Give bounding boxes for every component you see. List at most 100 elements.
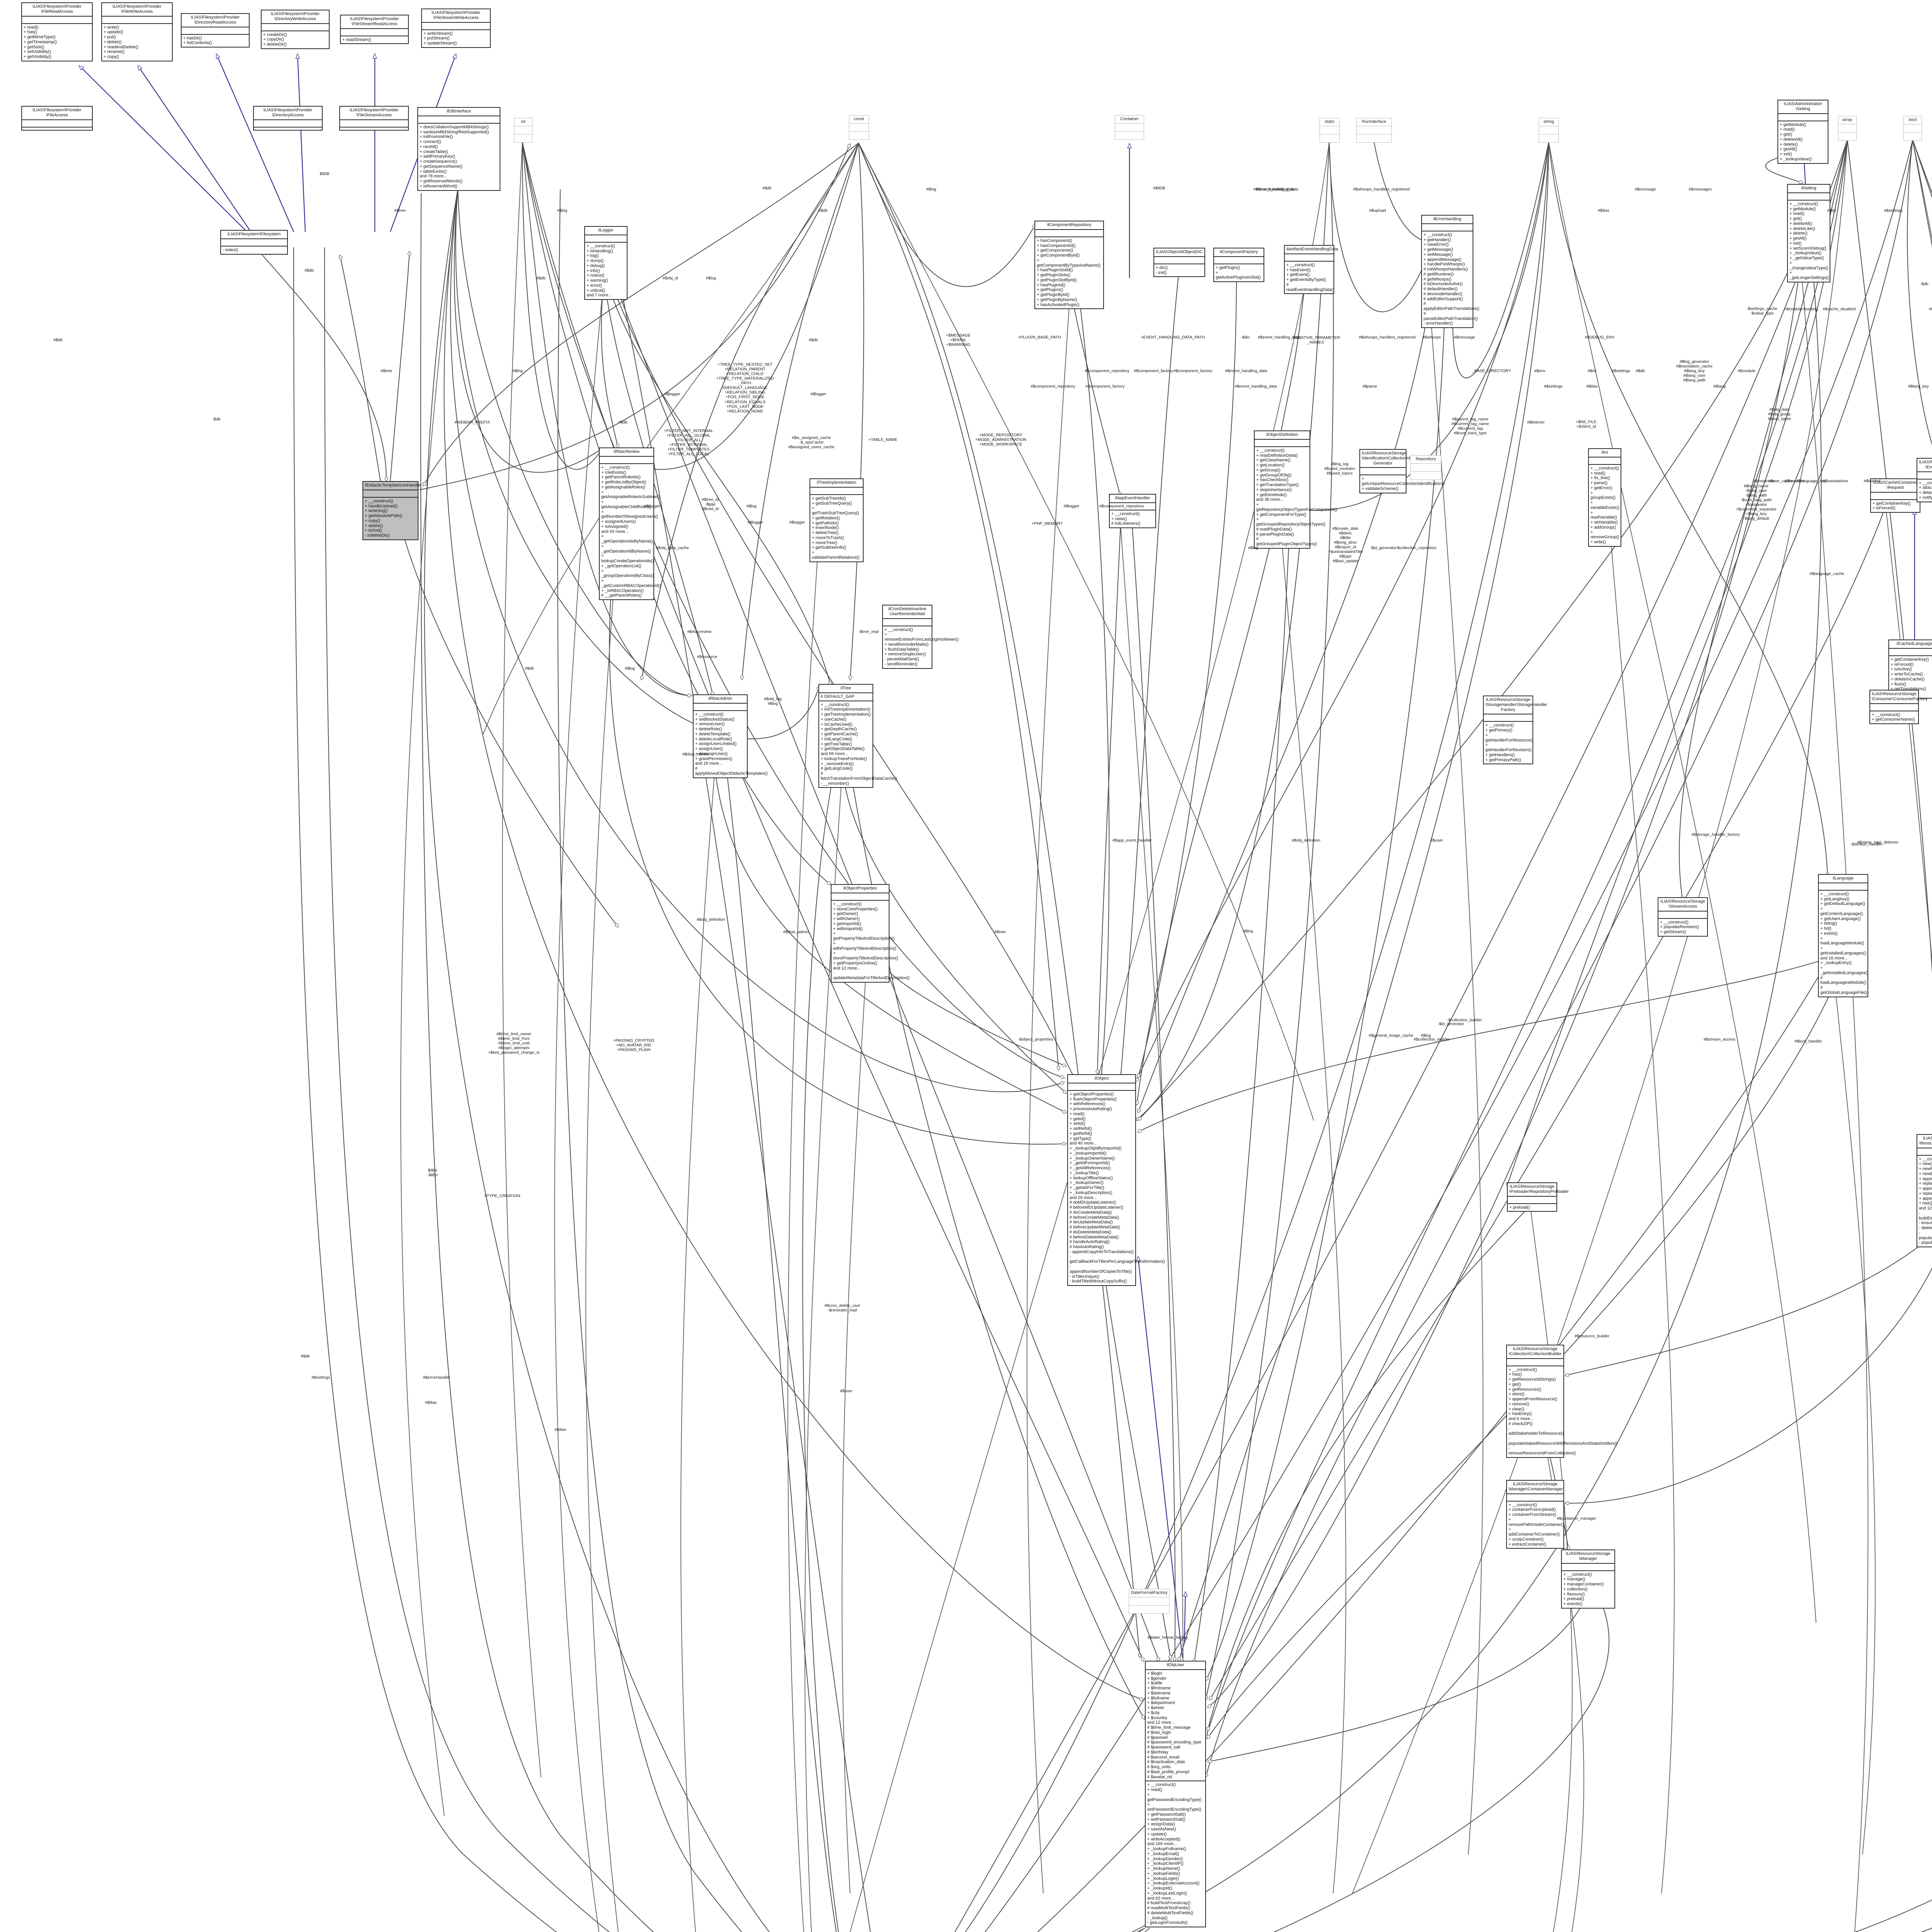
class-attribute: and 12 more... [1147,1720,1175,1725]
uml-class-array[interactable]: array [1838,116,1857,141]
class-attributes [1068,1083,1135,1091]
class-operation: - __renumber() [821,781,849,786]
class-attribute: + $street [1147,1706,1164,1710]
class-operation: + getVisibility() [24,54,51,59]
uml-class-ilResourceStorageEventsSubject[interactable]: ILIAS\ResourceStorage \Events\Subject+ _… [1917,458,1932,502]
class-operation: + toXml() [365,528,382,533]
class-operations: + hasDir()+ listContents() [182,35,249,47]
uml-class-const[interactable]: const [849,115,869,140]
uml-class-fileStreamWriteAccess[interactable]: ILIAS\Filesystem\Provider \FileStreamWri… [421,9,491,48]
class-operation: + getModule() [1789,206,1816,211]
uml-class-ilTree[interactable]: ilTree# DEFAULT_GAP+ __construct()+ init… [818,684,897,788]
class-operation: + getUserLanguage() [1820,916,1861,921]
class-operation: + getComponentForType() [1256,512,1306,517]
edge-label: #$storage_handler_factory [1691,832,1740,837]
uml-class-int[interactable]: int [514,118,532,143]
class-operation: + removeUser() [695,722,725,727]
uml-class-ilArtifactEventHandlingData[interactable]: ilArtifactEventHandlingData+ __construct… [1284,245,1338,294]
uml-class-directoryAccess[interactable]: ILIAS\Filesystem\Provider \DirectoryAcce… [253,106,323,131]
class-title: ILIAS\ResourceStorage \Collection\Collec… [1507,1345,1563,1359]
uml-class-filesystem[interactable]: ILIAS\Filesystem\Filesystem- index() [220,230,288,255]
class-operation: - deleteRevision() [1919,1226,1932,1230]
uml-class-ilDBInterface[interactable]: ilDBInterface+ doesCollationSupportMB4St… [417,107,500,191]
uml-class-fileStreamAccess[interactable]: ILIAS\Filesystem\Provider \FileStreamAcc… [339,106,409,131]
uml-class-ilObject[interactable]: ilObject+ getObjectProperties()+ flushOb… [1067,1074,1165,1286]
uml-class-ilObjectDefinition[interactable]: ilObjectDefinition+ __construct()+ readD… [1254,430,1337,549]
uml-class-ilLogger[interactable]: ilLogger+ __construct()+ isHandling()+ l… [584,226,628,300]
uml-class-ilCacheContainerRequest[interactable]: ILIAS\Cache\Container \Request+ getConta… [1870,478,1920,513]
uml-class-ilRbacAdmin[interactable]: ilRbacAdmin+ __construct()+ setBlockedSt… [693,694,768,778]
uml-class-string[interactable]: string [1539,118,1559,143]
class-operation: + withOwner() [833,917,860,921]
uml-class-RunInterface[interactable]: RunInterface [1356,118,1392,143]
edge-label: #$tree [994,929,1006,934]
uml-class-ilAdministrationSetting[interactable]: ILIAS\Administration \Setting+ getModule… [1777,100,1828,164]
uml-class-DateFormatFactory[interactable]: DateFormatFactory [1129,1589,1170,1614]
uml-class-Container[interactable]: Container [1115,115,1144,140]
class-operations: + getSubTreeIds()+ getSubTreeQuery()+ ge… [810,495,863,561]
uml-class-ilSetting[interactable]: ilSetting+ __construct()+ getModule()+ r… [1787,184,1830,282]
uml-class-directoryReadAccess[interactable]: ILIAS\Filesystem\Provider \DirectoryRead… [181,13,250,48]
edge-label: -$collection_builder [1447,1017,1482,1022]
class-operation: + moveToTrash() [812,535,844,540]
uml-class-ilRbacReview[interactable]: ilRbacReview+ __construct()+ roleExists(… [599,447,661,600]
uml-class-ilResourceStorageCollectionBuilder[interactable]: ILIAS\ResourceStorage \Collection\Collec… [1506,1345,1617,1458]
uml-class-ilTreeImplementation[interactable]: ilTreeImplementation+ getSubTreeIds()+ g… [810,478,864,562]
class-operation: - buildDraftReplacementRevision() [1919,1211,1932,1221]
class-operation: + isReservedWord() [420,184,457,189]
uml-class-fileWriteAccess[interactable]: ILIAS\Filesystem\Provider \FileWriteAcce… [101,2,173,61]
uml-class-ilDidacticTemplateIconHandler[interactable]: ilDidacticTemplateIconHandler+ __constru… [362,481,422,540]
class-attributes [1360,468,1406,476]
uml-class-directoryWriteAccess[interactable]: ILIAS\Filesystem\Provider \DirectoryWrit… [261,10,330,49]
class-operation: + appendMessage() [1423,257,1462,262]
class-title: bool [1904,116,1922,124]
class-operation: + isActive() [1891,667,1912,672]
class-operation: + isCacheUsed() [821,722,853,727]
uml-class-fileStreamReadAccess[interactable]: ILIAS\Filesystem\Provider \FileStreamRea… [340,15,409,44]
uml-class-static[interactable]: static [1320,118,1340,143]
uml-class-ilComponentRepository[interactable]: ilComponentRepository+ hasComponent()+ h… [1034,221,1104,310]
class-operation: - removeResourceIdFromCollection() [1509,1446,1576,1456]
uml-class-ilResourceStorageStorageHandlerStorageHandlerFactory[interactable]: ILIAS\ResourceStorage \StorageHandler\St… [1483,696,1547,765]
uml-class-repository[interactable]: Repository [1410,455,1441,480]
class-operation: + withReferences() [1070,1102,1105,1107]
class-operations: + read()+ has()+ getMimeType()+ getTimes… [22,24,92,61]
class-operation: + getObjectProperties() [1070,1092,1114,1097]
uml-class-ilResourceStorageFlavours[interactable]: ILIAS\ResourceStorage \Consumer\Consumer… [1869,690,1927,724]
class-operation: - initWebDir() [365,533,390,538]
class-operation: + _getOperationIdsByName() [601,534,653,544]
uml-class-ilResourceStorageStakeholder[interactable]: ILIAS\ResourceStorage \StreamAccess+ __c… [1658,897,1708,937]
uml-class-ilResourceStoragePreloaderPreloader[interactable]: ILIAS\ResourceStorage \Preloader\Reposit… [1507,1182,1569,1212]
edge-label: #$parent_tag_name #$current_tag_name #$c… [1451,417,1489,436]
edge-label: #$settings [1884,208,1903,213]
uml-class-ilErrorHandling[interactable]: ilErrorHandling+ __construct()+ getHandl… [1421,215,1480,328]
uml-class-ilObjectProperties[interactable]: ilObjectProperties+ __construct()+ store… [831,884,910,983]
uml-class-ilObjUser[interactable]: ilObjUser+ $login+ $gender+ $utitle+ $fi… [1145,1661,1206,1927]
uml-class-ilResourceStorageManagerContainerManager[interactable]: ILIAS\ResourceStorage \Manager\Container… [1506,1480,1564,1549]
uml-class-fileAccess[interactable]: ILIAS\Filesystem\Provider \FileAccess [21,106,93,131]
class-operation: - populateNakedResourceWithRevisionsAndS… [1919,1230,1932,1240]
class-operations: + getObjectProperties()+ flushObjectProp… [1068,1091,1165,1285]
uml-class-ilLanguage[interactable]: ilLanguage+ __construct()+ getLangKey()+… [1818,874,1868,997]
class-operations: + __construct()+ initTreeImplementation(… [819,701,897,787]
uml-class-ilComponentFactory[interactable]: ilComponentFactory+ getPlugin()+ getActi… [1213,248,1264,282]
edge-label: #$log [706,276,716,281]
uml-class-bool[interactable]: bool [1903,116,1922,141]
class-operation: # beforeCreateMetaData() [1070,1215,1119,1220]
uml-class-ilObjectDIC[interactable]: ILIAS\Object\ilObjectDIC+ dic()- init() [1153,248,1205,277]
uml-class-collectionIdentificationGenerator[interactable]: ILIAS\ResourceStorage \Identification\Co… [1359,449,1445,493]
class-operations: + doesCollationSupportMB4Strings()+ sani… [418,124,500,190]
uml-class-ilResourceStorageResourceBuilder[interactable]: ILIAS\ResourceStorage \Resource\Resource… [1917,1134,1932,1247]
uml-class-ilResourceStorageManager[interactable]: ILIAS\ResourceStorage \Manager+ __constr… [1561,1549,1615,1609]
uml-class-fileReadAccess[interactable]: ILIAS\Filesystem\Provider \FileReadAcces… [21,2,93,61]
uml-class-ilIni[interactable]: ilIni+ __construct()+ read()+ fix_line()… [1588,448,1621,547]
class-operation: + deleteLocalRole() [695,736,732,742]
class-operation: + getHandlers() [1485,752,1515,757]
class-operation: # doUpdateMetaData() [1070,1220,1113,1225]
edge-label: #$obj_definition [697,917,725,922]
uml-class-ilAppEventHandler[interactable]: ilAppEventHandler+ __construct()+ raise(… [1109,494,1156,528]
uml-class-ilCronDeleteInactiveUserReminderMail[interactable]: ilCronDeleteInactive UserReminderMail+ _… [882,605,959,669]
class-attributes [1838,124,1856,133]
edge-label: $ilErr -$ilErr [427,1168,438,1177]
class-operation: + loadLanguageModule() [1820,936,1864,946]
